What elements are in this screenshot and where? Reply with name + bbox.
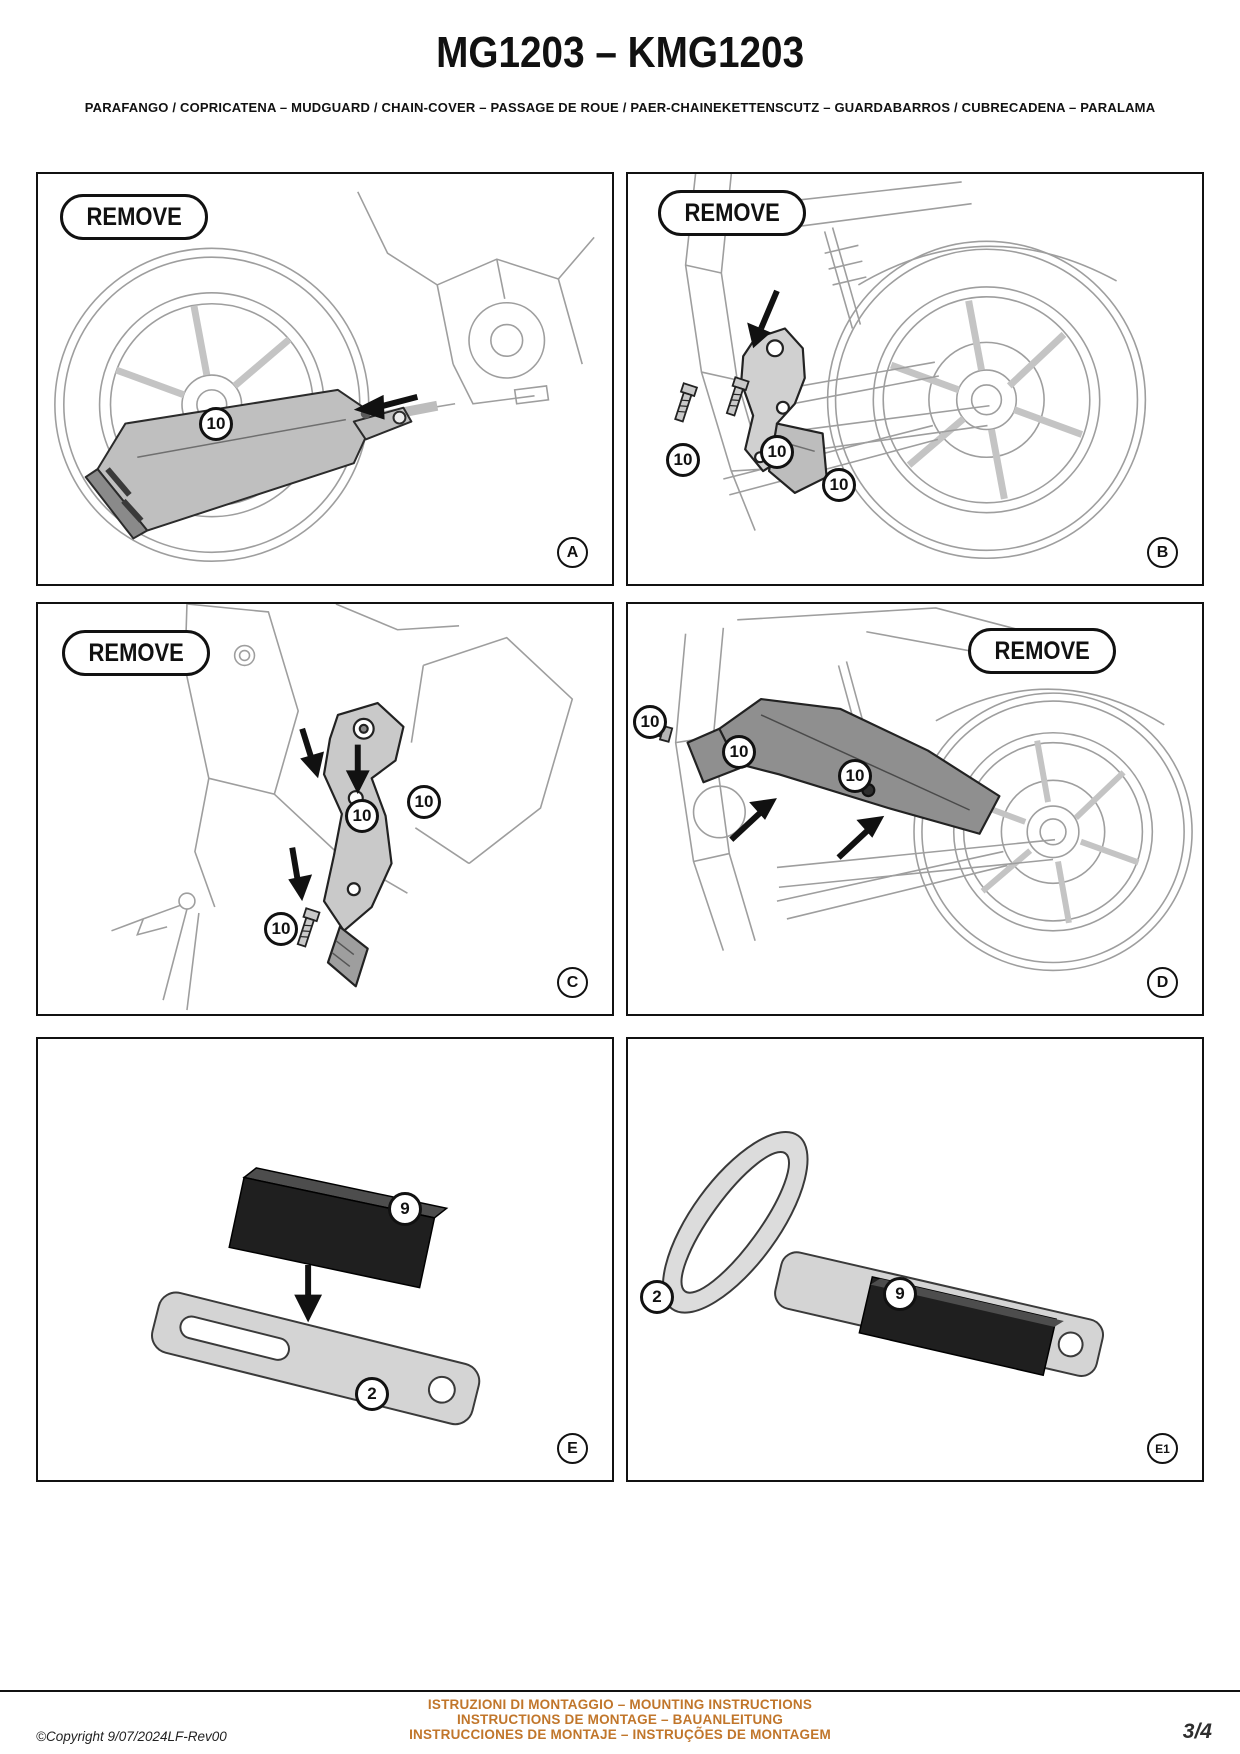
panel-d: REMOVE 10 10 10 D	[626, 602, 1204, 1016]
remove-badge: REMOVE	[658, 190, 806, 236]
mounting-instructions-text: ISTRUZIONI DI MONTAGGIO – MOUNTING INSTR…	[0, 1697, 1240, 1742]
instructions-line: INSTRUCTIONS DE MONTAGE – BAUANLEITUNG	[456, 1712, 784, 1727]
remove-badge: REMOVE	[62, 630, 210, 676]
part-callout: 10	[633, 705, 667, 739]
panel-e1: 2 9 E1	[626, 1037, 1204, 1482]
part-callout: 10	[760, 435, 794, 469]
part-callout: 10	[838, 759, 872, 793]
remove-arrow-icon	[288, 727, 370, 902]
illustration-chainguard-removal	[636, 607, 1193, 972]
part-callout: 10	[407, 785, 441, 819]
panel-letter: A	[557, 537, 588, 568]
part-callout: 10	[345, 799, 379, 833]
part-callout: 10	[264, 912, 298, 946]
illustration-pad-application	[151, 1167, 481, 1426]
apply-arrow-icon	[294, 1264, 323, 1323]
adhesive-pad	[228, 1167, 449, 1289]
passenger-bracket	[322, 701, 405, 988]
remove-arrow-icon	[729, 798, 885, 860]
part-callout: 2	[355, 1377, 389, 1411]
illustration-pad-applied	[661, 1131, 1104, 1377]
remove-badge: REMOVE	[968, 628, 1116, 674]
bracket-plate	[151, 1291, 481, 1426]
remove-arrow-icon	[747, 289, 780, 349]
instructions-line: ISTRUZIONI DI MONTAGGIO – MOUNTING INSTR…	[427, 1697, 813, 1712]
part-callout: 10	[822, 468, 856, 502]
panel-a: REMOVE 10 A	[36, 172, 614, 586]
page-title: MG1203 – KMG1203	[435, 28, 805, 77]
muffler	[84, 388, 413, 540]
panel-b: REMOVE 10 10 10 B	[626, 172, 1204, 586]
illustration-exhaust-removal	[54, 191, 595, 563]
footer: ©Copyright 9/07/2024LF-Rev00 ISTRUZIONI …	[0, 1690, 1240, 1754]
panel-letter: B	[1147, 537, 1178, 568]
panel-letter: D	[1147, 967, 1178, 998]
panel-letter: E1	[1147, 1433, 1178, 1464]
page-number: 3/4	[1182, 1720, 1212, 1743]
page-subtitle: PARAFANGO / COPRICATENA – MUDGUARD / CHA…	[84, 100, 1156, 115]
background-bike-linework	[111, 604, 574, 1011]
remove-arrow-icon	[353, 393, 419, 420]
panel-letter: C	[557, 967, 588, 998]
part-callout: 9	[388, 1192, 422, 1226]
panel-letter: E	[557, 1433, 588, 1464]
part-callout: 9	[883, 1277, 917, 1311]
bolt-icon	[674, 376, 750, 423]
part-callout: 2	[640, 1280, 674, 1314]
panel-c: REMOVE 10 10 10 C	[36, 602, 614, 1016]
footpeg-bracket	[740, 327, 828, 494]
background-bike-linework	[684, 174, 1147, 560]
part-callout: 10	[722, 735, 756, 769]
remove-badge: REMOVE	[60, 194, 208, 240]
copyright-text: ©Copyright 9/07/2024LF-Rev00	[36, 1729, 227, 1744]
panel-e: 9 2 E	[36, 1037, 614, 1482]
bolt-icon	[296, 907, 321, 948]
instructions-line: INSTRUCCIONES DE MONTAJE – INSTRUÇÕES DE…	[409, 1727, 831, 1742]
part-callout: 10	[199, 407, 233, 441]
part-callout: 10	[666, 443, 700, 477]
